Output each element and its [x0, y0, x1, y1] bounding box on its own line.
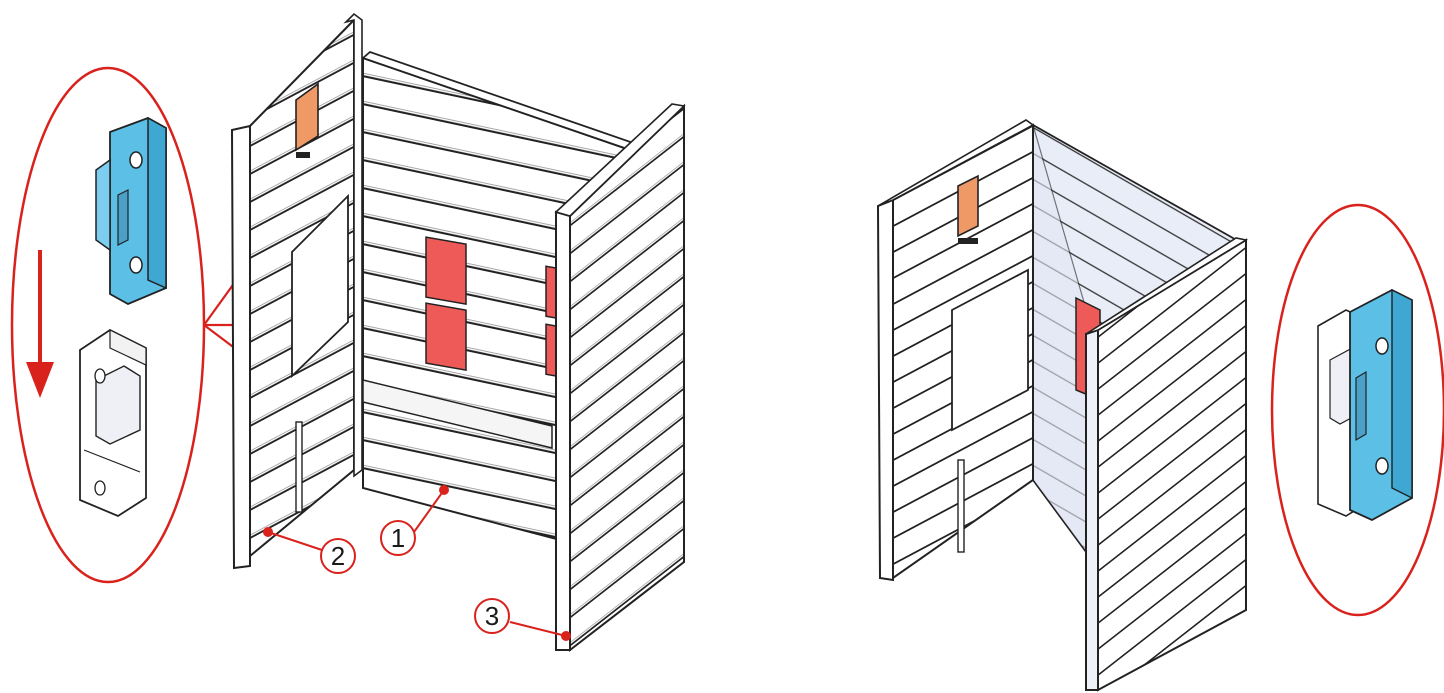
callout-1-label: 1 — [391, 523, 405, 553]
callout-2: 2 — [263, 527, 356, 574]
assembled-right-panel — [1085, 237, 1249, 692]
callout-3-label: 3 — [485, 601, 499, 631]
callout-2-label: 2 — [331, 541, 345, 571]
detail-right — [1270, 203, 1444, 617]
assembled-front-panel — [876, 119, 1035, 582]
wall-clip-icon — [79, 328, 147, 518]
callout-3: 3 — [474, 598, 571, 641]
side-panel-right — [554, 103, 686, 653]
heater-element — [425, 236, 467, 306]
heater-element — [425, 302, 467, 372]
detail-ellipse-right — [1270, 203, 1444, 617]
down-arrow-icon — [26, 250, 54, 398]
mounting-bracket-icon — [95, 116, 167, 305]
assembled-sauna — [876, 119, 1249, 692]
exploded-assembly: 1 2 3 — [230, 12, 686, 653]
side-panel-left — [230, 12, 363, 570]
mounting-bracket-icon — [1349, 288, 1413, 522]
detail-left — [10, 66, 206, 584]
callout-1: 1 — [380, 485, 449, 556]
